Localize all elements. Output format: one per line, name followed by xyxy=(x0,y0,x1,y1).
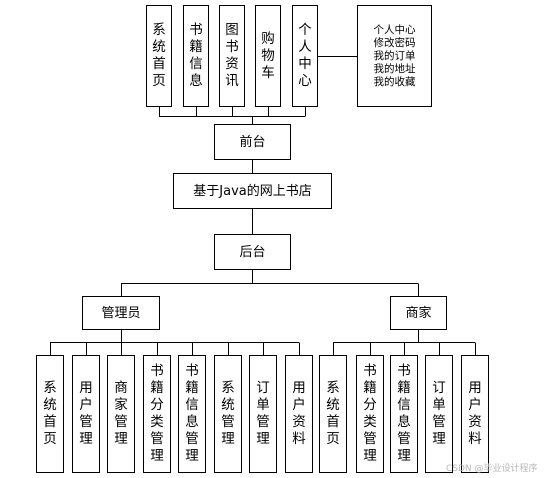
frontend-module-shopping-cart: 购物车 xyxy=(255,5,281,107)
frontend-module-book-news: 图书资讯 xyxy=(219,5,245,107)
frontend-module-personal-center: 个人中心 xyxy=(292,5,318,107)
admin-module-user-profile: 用户资料 xyxy=(285,355,313,473)
personal-center-item: 我的收藏 xyxy=(373,75,416,88)
personal-center-item: 我的订单 xyxy=(373,49,416,62)
admin-module-book-category-management: 书籍分类管理 xyxy=(143,355,171,473)
personal-center-item: 个人中心 xyxy=(373,23,416,36)
merchant-module-book-category-management: 书籍分类管理 xyxy=(356,355,384,473)
admin-module-merchant-management: 商家管理 xyxy=(107,355,135,473)
merchant-node: 商家 xyxy=(390,296,447,330)
frontend-module-system-home: 系统首页 xyxy=(146,5,172,107)
admin-module-system-home: 系统首页 xyxy=(36,355,64,473)
frontend-module-book-info: 书籍信息 xyxy=(183,5,209,107)
merchant-module-book-info-management: 书籍信息管理 xyxy=(390,355,418,473)
watermark-text: CSDN @毕业设计程序 xyxy=(446,464,538,474)
merchant-module-system-home: 系统首页 xyxy=(319,355,347,473)
backend-node: 后台 xyxy=(214,234,291,270)
merchant-module-user-profile: 用户资料 xyxy=(461,355,489,473)
admin-node: 管理员 xyxy=(82,296,160,330)
personal-center-item: 修改密码 xyxy=(373,36,416,49)
admin-module-user-management: 用户管理 xyxy=(72,355,100,473)
personal-center-details: 个人中心 修改密码 我的订单 我的地址 我的收藏 xyxy=(357,5,432,107)
personal-center-item: 我的地址 xyxy=(373,62,416,75)
frontend-node: 前台 xyxy=(214,124,291,160)
admin-module-book-info-management: 书籍信息管理 xyxy=(178,355,206,473)
merchant-module-order-management: 订单管理 xyxy=(425,355,453,473)
admin-module-order-management: 订单管理 xyxy=(249,355,277,473)
admin-module-system-management: 系统管理 xyxy=(214,355,242,473)
root-node: 基于Java的网上书店 xyxy=(173,173,332,209)
